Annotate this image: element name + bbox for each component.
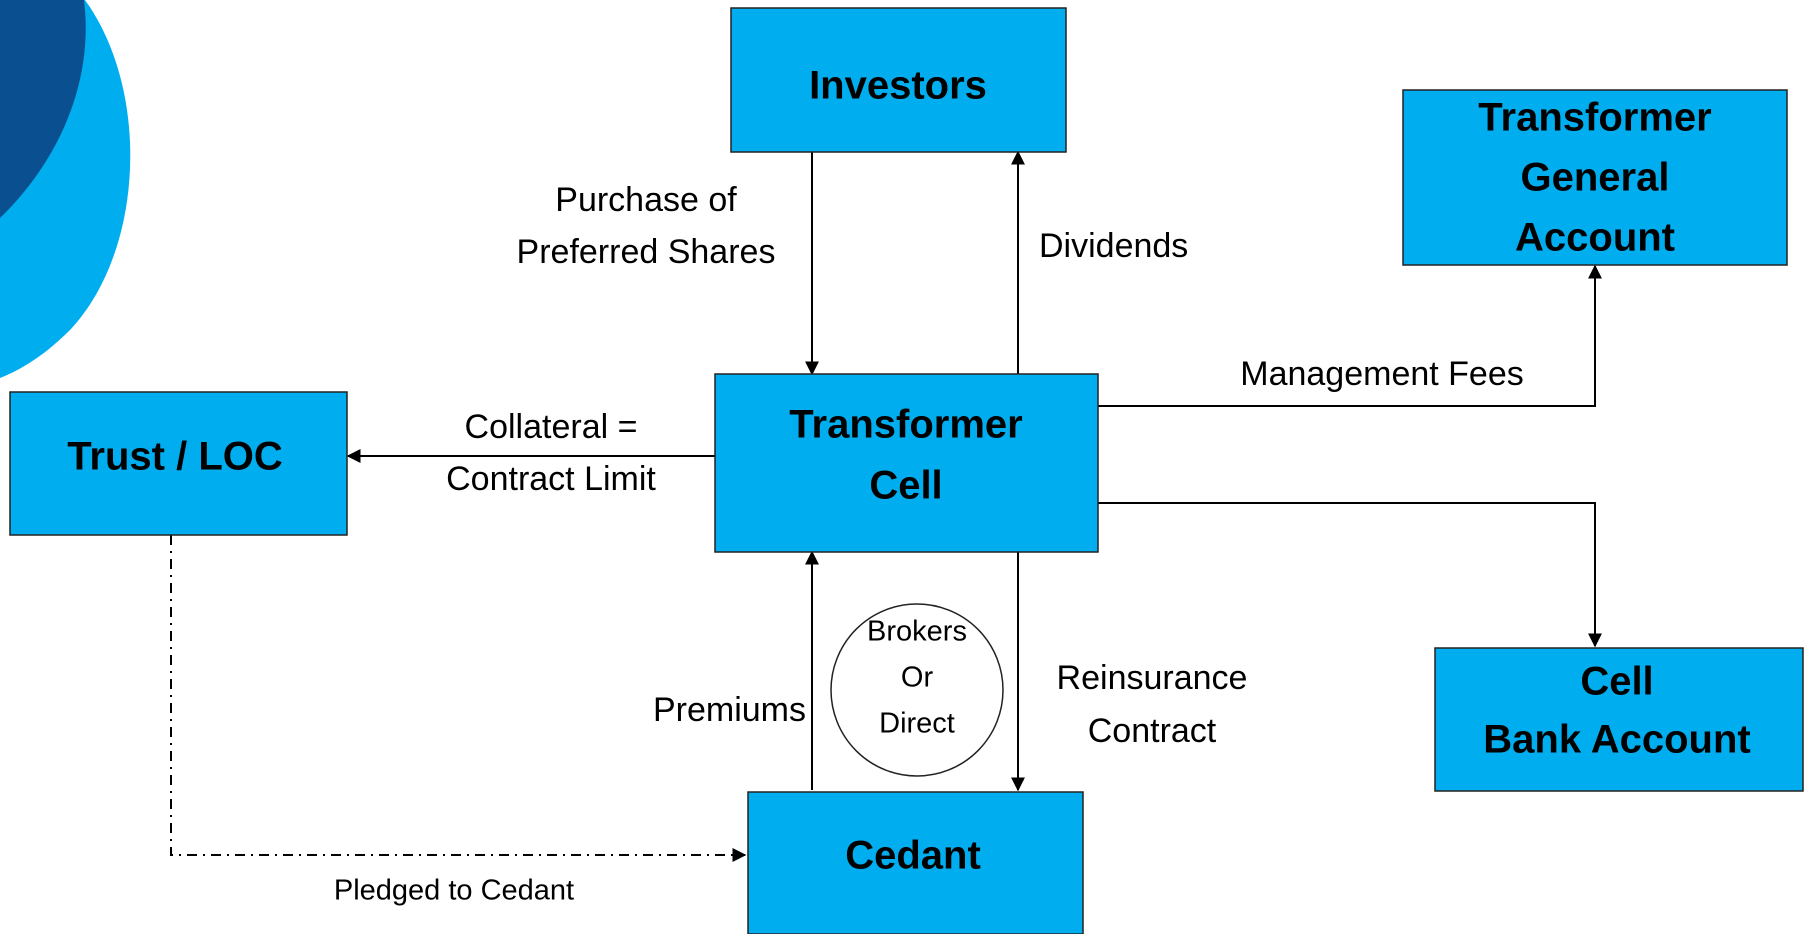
- dividends-label: Dividends: [1039, 227, 1188, 265]
- node-investors: Investors: [730, 7, 1067, 153]
- general-account-line-2: General: [1521, 156, 1670, 200]
- corner-decoration: [0, 0, 131, 378]
- collateral-label-line-2: Contract Limit: [446, 460, 656, 498]
- cedant-box: [747, 791, 1084, 934]
- brokers-circle: [830, 603, 1004, 777]
- node-general-account: Transformer General Account: [1402, 89, 1788, 266]
- node-transformer-cell: Transformer Cell: [714, 373, 1099, 553]
- investors-label: Investors: [809, 64, 987, 108]
- node-cell-bank-account: Cell Bank Account: [1434, 647, 1804, 792]
- transformer-cell-line-2: Cell: [869, 464, 942, 508]
- cedant-label: Cedant: [845, 834, 981, 878]
- cell-bank-account-line-2: Bank Account: [1483, 718, 1750, 762]
- collateral-label-line-1: Collateral =: [465, 408, 638, 446]
- management-fees-label: Management Fees: [1240, 355, 1524, 393]
- bank-transfer-arrow: [1098, 502, 1602, 648]
- edge-labels: Purchase of Preferred Shares Dividends M…: [334, 181, 1524, 907]
- purchase-label-line-2: Preferred Shares: [517, 233, 776, 271]
- brokers-line-2: Or: [901, 662, 934, 694]
- pledged-arrow: [170, 535, 747, 862]
- investors-box: [730, 7, 1067, 153]
- node-trust-loc: Trust / LOC: [9, 391, 348, 536]
- general-account-line-3: Account: [1515, 216, 1675, 260]
- management-fees-arrow: [1098, 264, 1602, 407]
- reinsurance-label-line-1: Reinsurance: [1057, 659, 1248, 697]
- transformer-cell-line-1: Transformer: [789, 403, 1022, 447]
- connectors: [170, 150, 1602, 862]
- trust-loc-label: Trust / LOC: [67, 435, 283, 479]
- pledged-label: Pledged to Cedant: [334, 875, 574, 907]
- trust-loc-box: [9, 391, 348, 536]
- general-account-line-1: Transformer: [1478, 96, 1711, 140]
- general-account-box: [1402, 89, 1788, 266]
- reinsurance-label-line-2: Contract: [1088, 712, 1217, 750]
- cell-bank-account-line-1: Cell: [1580, 660, 1653, 704]
- corner-dark-shape: [0, 0, 86, 218]
- cell-bank-account-box: [1434, 647, 1804, 792]
- premiums-label: Premiums: [653, 691, 806, 729]
- brokers-line-1: Brokers: [867, 616, 967, 648]
- node-cedant: Cedant: [747, 791, 1084, 934]
- purchase-label-line-1: Purchase of: [555, 181, 737, 219]
- transformer-cell-box: [714, 373, 1099, 553]
- brokers-line-3: Direct: [879, 708, 955, 740]
- node-brokers: Brokers Or Direct: [830, 603, 1004, 777]
